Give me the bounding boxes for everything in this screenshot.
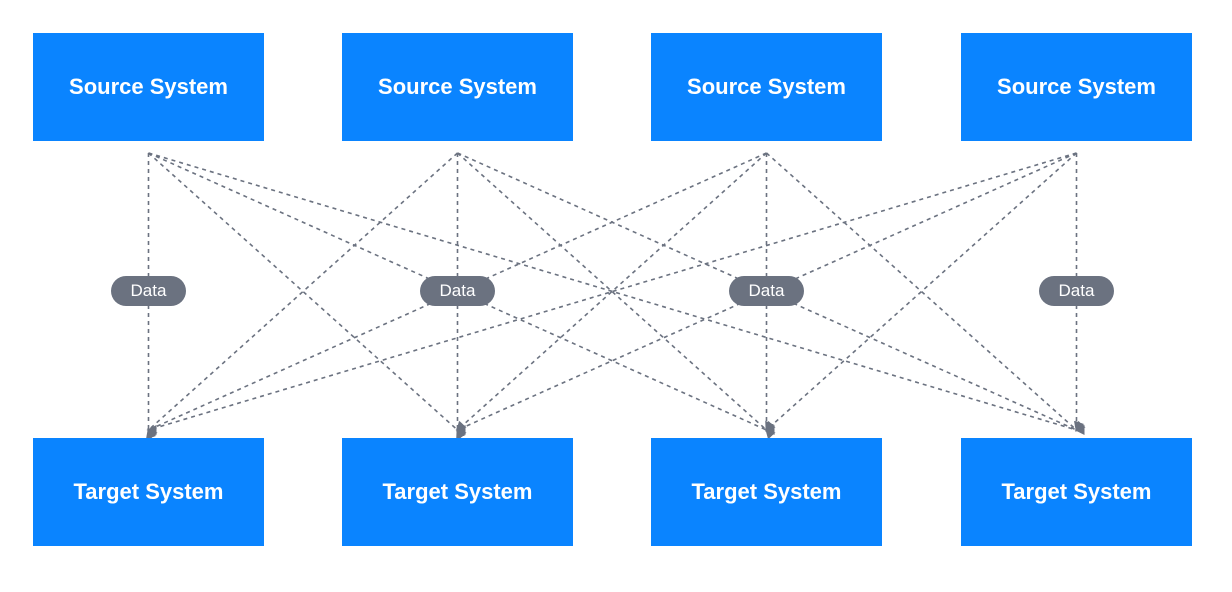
target-system-label: Target System bbox=[383, 479, 533, 504]
connector-line bbox=[765, 152, 1086, 432]
target-box-rect bbox=[651, 438, 882, 546]
source-box-rect bbox=[33, 33, 264, 141]
target-system-box: Target System bbox=[651, 438, 882, 546]
source-system-label: Source System bbox=[378, 74, 537, 99]
connector-line bbox=[765, 152, 1078, 440]
source-box-rect bbox=[651, 33, 882, 141]
target-system-box: Target System bbox=[33, 438, 264, 546]
source-system-box: Source System bbox=[961, 33, 1192, 141]
target-box-rect bbox=[33, 438, 264, 546]
connector-lines bbox=[145, 152, 1086, 440]
data-pill-label: Data bbox=[131, 281, 167, 300]
data-pill-shape bbox=[1039, 276, 1114, 306]
connector-line bbox=[456, 152, 768, 440]
connector-line bbox=[145, 152, 1077, 440]
source-system-box: Source System bbox=[651, 33, 882, 141]
target-system-box: Target System bbox=[342, 438, 573, 546]
source-system-label: Source System bbox=[69, 74, 228, 99]
data-pill: Data bbox=[1039, 276, 1114, 306]
data-pill-label: Data bbox=[749, 281, 785, 300]
data-pill: Data bbox=[111, 276, 186, 306]
target-system-label: Target System bbox=[692, 479, 842, 504]
connector-line bbox=[147, 152, 467, 432]
data-pill-shape bbox=[111, 276, 186, 306]
target-box-rect bbox=[342, 438, 573, 546]
data-pill-shape bbox=[729, 276, 804, 306]
data-pill-shape bbox=[420, 276, 495, 306]
target-system-label: Target System bbox=[74, 479, 224, 504]
data-pill: Data bbox=[729, 276, 804, 306]
data-pill-label: Data bbox=[440, 281, 476, 300]
target-system-box: Target System bbox=[961, 438, 1192, 546]
source-box-rect bbox=[342, 33, 573, 141]
connector-line bbox=[147, 152, 459, 440]
source-system-label: Source System bbox=[997, 74, 1156, 99]
target-system-label: Target System bbox=[1002, 479, 1152, 504]
connector-line bbox=[456, 152, 776, 432]
source-system-box: Source System bbox=[342, 33, 573, 141]
data-pill: Data bbox=[420, 276, 495, 306]
data-pill-label: Data bbox=[1059, 281, 1095, 300]
source-system-box: Source System bbox=[33, 33, 264, 141]
target-box-rect bbox=[961, 438, 1192, 546]
source-system-label: Source System bbox=[687, 74, 846, 99]
source-box-rect bbox=[961, 33, 1192, 141]
connector-line bbox=[148, 152, 1084, 432]
